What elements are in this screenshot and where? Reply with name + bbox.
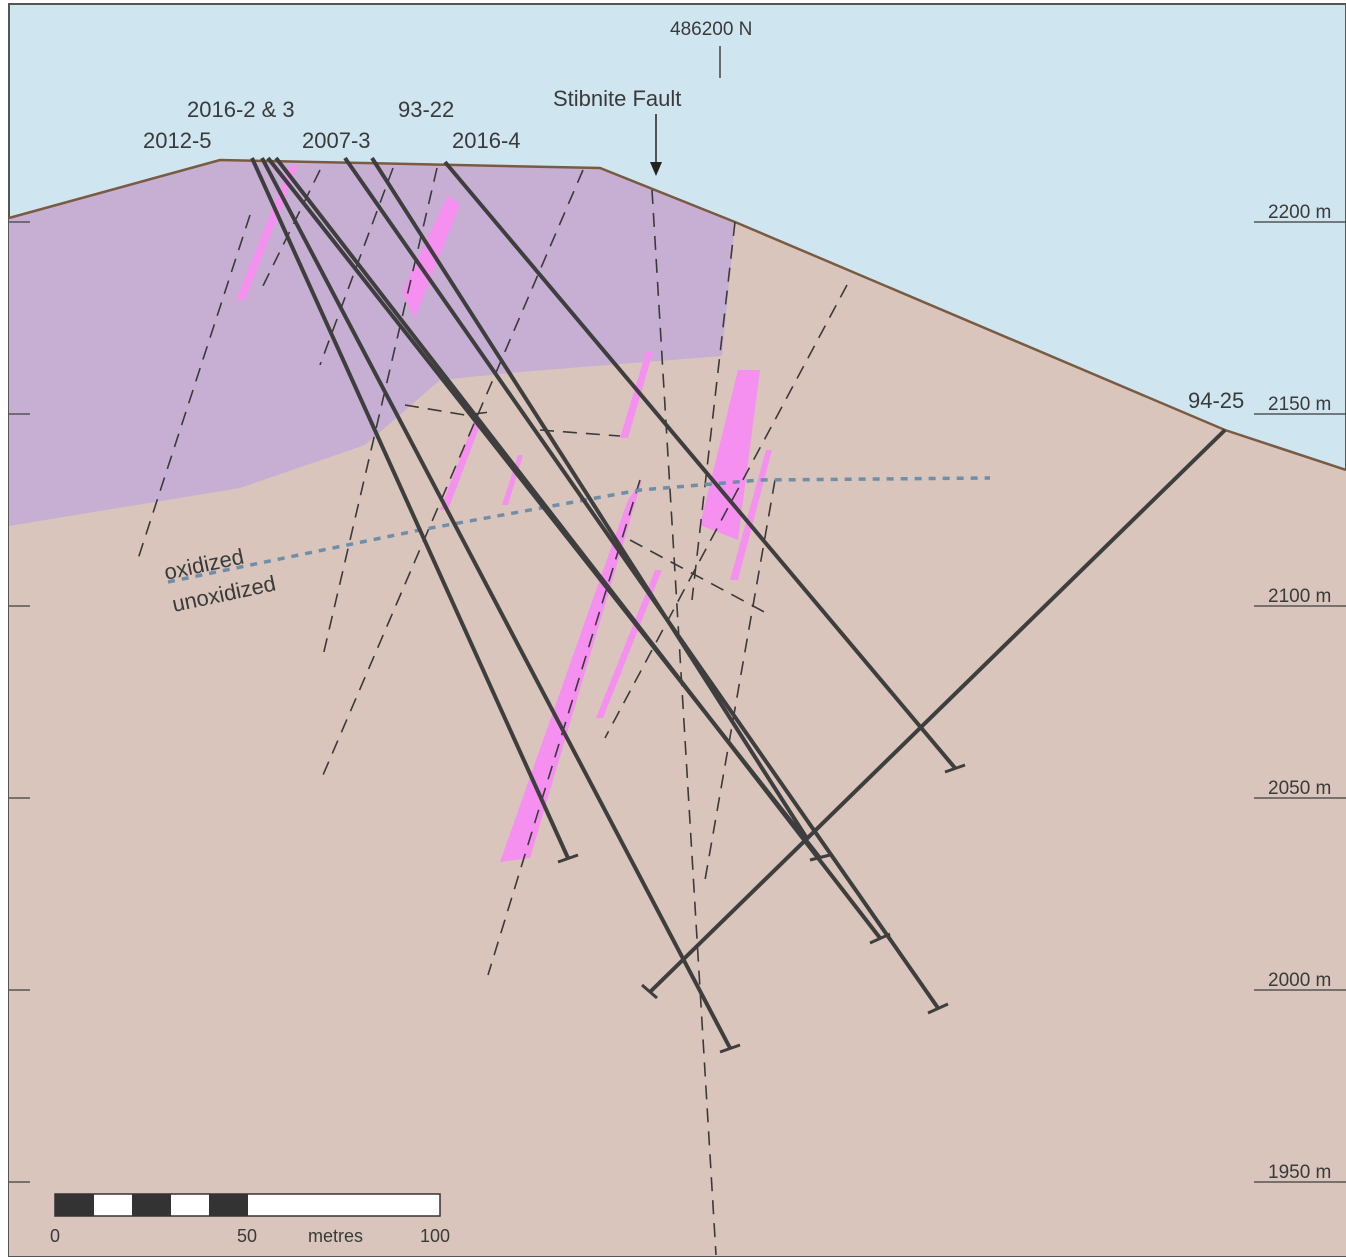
dashed-structure <box>319 167 394 366</box>
oxidation-boundary-line <box>167 476 991 584</box>
dashed-structure <box>404 404 491 416</box>
dashed-structure <box>691 221 736 601</box>
dashed-structure <box>321 167 438 661</box>
dashed-structure <box>487 479 641 976</box>
fault-dashed-lines <box>136 167 848 1256</box>
drillhole-trace <box>260 157 732 1049</box>
mineral-zone <box>730 450 772 580</box>
dashed-structure <box>604 284 848 739</box>
scale-label-fifty: 50 <box>237 1226 257 1246</box>
drillhole-94-25-trace <box>648 428 1227 994</box>
mineral-zone <box>596 570 662 718</box>
scale-bar-segment <box>209 1194 248 1216</box>
scale-unit-label: metres <box>308 1226 363 1246</box>
mineral-zone <box>440 420 482 510</box>
hole-end-tick <box>641 983 658 1000</box>
drillhole-label: 2012-5 <box>143 128 212 153</box>
elevation-label: 2200 m <box>1268 202 1331 223</box>
drillhole-trace <box>443 160 957 770</box>
drillholes <box>250 156 1227 1049</box>
hole-end-tick <box>869 932 891 945</box>
drillhole-trace <box>370 156 810 842</box>
fault-arrow-head <box>650 162 662 176</box>
dashed-structure <box>319 169 584 783</box>
mineral-zone <box>500 480 642 862</box>
dashed-structure <box>629 539 769 615</box>
scale-label-hundred: 100 <box>420 1226 450 1246</box>
left-elevation-ticks <box>9 221 30 1183</box>
dashed-structure <box>539 429 621 437</box>
northing-label: 486200 N <box>670 19 752 40</box>
hole-end-tick <box>944 763 966 774</box>
redox-boundary <box>167 476 991 584</box>
scale-label-zero: 0 <box>50 1226 60 1246</box>
mineral-zone <box>620 352 653 438</box>
drillhole-label: 2016-2 & 3 <box>187 97 295 122</box>
drillhole-end-ticks <box>557 763 966 1054</box>
scale-bar-segment <box>55 1194 94 1216</box>
drillhole-label: 93-22 <box>398 97 454 122</box>
mineral-zone <box>402 195 460 318</box>
hole-end-tick <box>809 853 831 862</box>
elevation-label: 1950 m <box>1268 1162 1331 1183</box>
elevation-label: 2000 m <box>1268 970 1331 991</box>
hole-end-tick <box>927 1002 949 1015</box>
hole-end-tick <box>719 1043 741 1054</box>
oxidized-zone <box>9 160 735 526</box>
stibnite-fault-trace <box>651 189 717 1256</box>
scale-bar: 0 50 metres 100 <box>50 1193 450 1246</box>
drillhole-label: 94-25 <box>1188 388 1244 413</box>
scale-bar-segment <box>132 1194 171 1216</box>
mineral-zone <box>700 370 760 540</box>
elevation-label: 2150 m <box>1268 394 1331 415</box>
drillhole-label: 2016-4 <box>452 128 521 153</box>
stibnite-fault-label: Stibnite Fault <box>553 86 681 111</box>
elevation-axis: 2200 m 2150 m 2100 m 2050 m 2000 m 1950 … <box>1254 202 1346 1183</box>
mineralized-zones <box>236 165 772 862</box>
hole-end-tick <box>557 853 579 864</box>
elevation-label: 2100 m <box>1268 586 1331 607</box>
drillhole-label: 2007-3 <box>302 128 371 153</box>
elevation-label: 2050 m <box>1268 778 1331 799</box>
topography-line <box>8 158 1346 472</box>
drillhole-trace <box>250 157 570 859</box>
dashed-structure <box>136 214 251 563</box>
drillhole-trace <box>274 156 882 940</box>
